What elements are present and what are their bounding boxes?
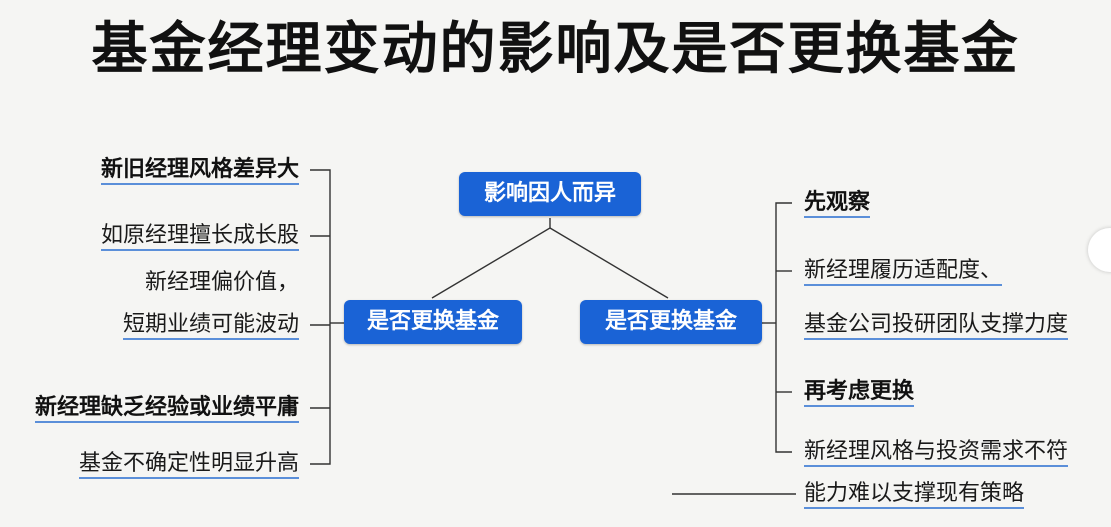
left-branch-node: 是否更换基金 [344, 300, 522, 344]
right-item: 新经理履历适配度、 [804, 258, 1003, 286]
left-item: 新旧经理风格差异大 [100, 157, 299, 185]
left-item: 基金不确定性明显升高 [78, 451, 299, 479]
center-node: 影响因人而异 [459, 172, 641, 216]
edge-button[interactable] [1088, 228, 1111, 272]
left-item: 如原经理擅长成长股 [100, 223, 299, 251]
right-branch-node: 是否更换基金 [580, 300, 762, 344]
right-item: 先观察 [804, 190, 871, 218]
page-title: 基金经理变动的影响及是否更换基金 [91, 16, 1020, 82]
left-item: 新经理缺乏经验或业绩平庸 [34, 395, 299, 423]
right-item: 新经理风格与投资需求不符 [804, 439, 1069, 467]
right-item: 能力难以支撑现有策略 [804, 481, 1025, 509]
left-item: 短期业绩可能波动 [122, 312, 299, 340]
left-item: 新经理偏价值， [144, 270, 299, 295]
right-item: 基金公司投研团队支撑力度 [804, 312, 1069, 340]
right-item: 再考虑更换 [804, 379, 915, 407]
